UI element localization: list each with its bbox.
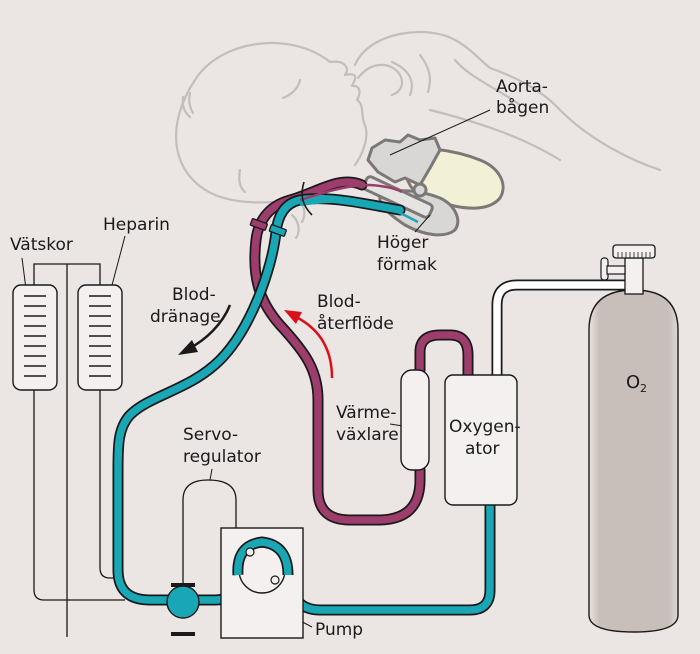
valve-icon <box>166 583 200 636</box>
heparin-bag <box>77 284 123 391</box>
aorta-label-2: bågen <box>496 97 549 118</box>
oxygenator-label-2: ator <box>465 439 499 459</box>
oxygenator <box>444 374 518 506</box>
right-atrium-label-2: förmak <box>377 255 437 275</box>
drainage-label-2: dränage <box>150 307 221 327</box>
pump-label: Pump <box>315 620 363 640</box>
fluids-leader-line <box>21 257 27 290</box>
heat-exchanger-label: Värme- <box>336 403 397 423</box>
return-flow-label-2: återflöde <box>317 313 394 334</box>
o2-label-subscript: 2 <box>640 382 647 395</box>
aorta-label: Aorta- <box>496 77 548 97</box>
o2-label: O <box>626 372 640 393</box>
servo-leader-line <box>209 468 213 481</box>
o2-cylinder-neck <box>624 257 644 295</box>
oxygenator-label: Oxygen- <box>449 417 521 437</box>
o2-cylinder-body <box>588 289 679 633</box>
return-flow-label: Blod- <box>317 292 361 312</box>
servo-regulator-label: Servo- <box>183 425 238 445</box>
right-atrium-label: Höger <box>377 233 428 253</box>
heparin-label: Heparin <box>103 215 170 235</box>
heat-exchanger <box>400 369 430 471</box>
gas-cylinder-icon <box>588 244 679 633</box>
iv-lines <box>33 263 125 637</box>
drainage-label: Blod- <box>172 285 216 305</box>
right-atrium-leader-line <box>414 214 431 233</box>
roller-pump-icon <box>220 527 304 639</box>
infant-outline-icon <box>175 30 662 240</box>
iv-bag-icon <box>12 284 123 391</box>
heparin-leader-line <box>110 235 126 290</box>
heart-icon <box>362 133 505 237</box>
ligature-icon <box>301 181 313 216</box>
fluids-label: Vätskor <box>10 235 73 255</box>
servo-regulator-label-2: regulator <box>183 447 261 467</box>
fluids-bag <box>12 284 58 391</box>
aorta-leader-line <box>389 109 491 156</box>
drainage-flow-arrow <box>178 304 232 355</box>
servo-regulator-wire <box>182 479 237 585</box>
arterial-catheter <box>299 183 403 202</box>
heat-exchanger-label-2: växlare <box>336 425 399 445</box>
tube-connector-icon <box>249 218 287 237</box>
venous-catheter <box>299 200 419 224</box>
return-flow-arrow <box>284 310 334 379</box>
